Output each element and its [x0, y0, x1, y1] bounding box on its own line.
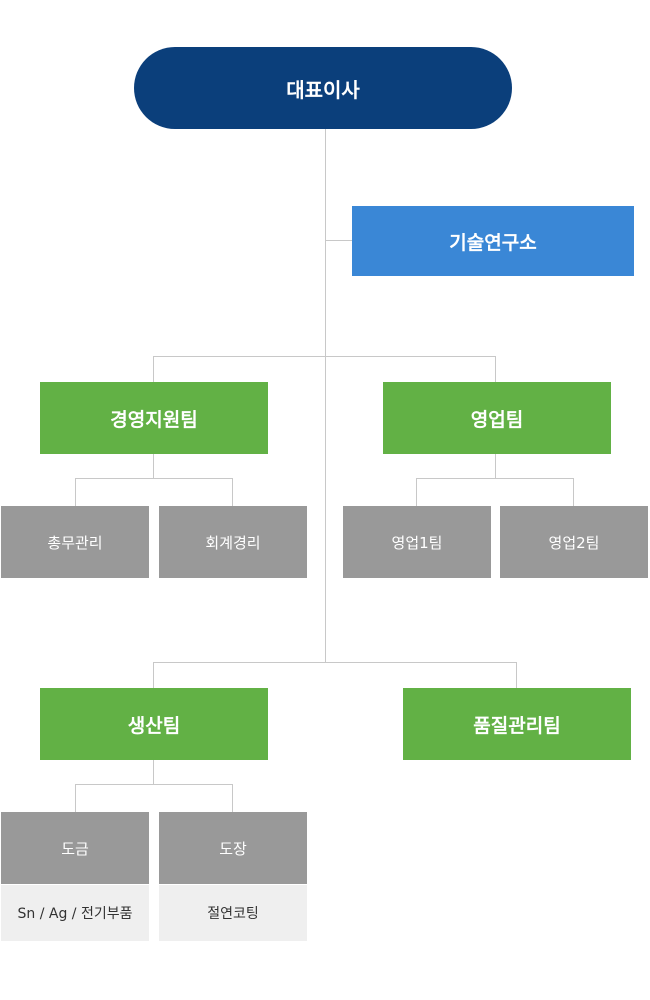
connector-management-sub-horizontal	[75, 478, 233, 479]
connector-production-drop	[153, 662, 154, 689]
connector-row2-horizontal	[153, 662, 517, 663]
sales-team-node: 영업팀	[383, 382, 611, 454]
connector-sales-sub-horizontal	[416, 478, 574, 479]
plating-detail: Sn / Ag / 전기부품	[1, 885, 149, 941]
connector-sales-sub1-drop	[416, 478, 417, 506]
painting-detail: 절연코팅	[159, 885, 307, 941]
connector-lab	[325, 240, 352, 241]
connector-quality-drop	[516, 662, 517, 689]
connector-main-vertical	[325, 129, 326, 663]
management-support-team-node: 경영지원팀	[40, 382, 268, 454]
connector-production-down	[153, 760, 154, 784]
connector-production-sub1-drop	[75, 784, 76, 812]
general-affairs-node: 총무관리	[1, 506, 149, 578]
connector-management-down	[153, 454, 154, 478]
ceo-node: 대표이사	[134, 47, 512, 129]
connector-management-sub2-drop	[232, 478, 233, 506]
connector-sales-sub2-drop	[573, 478, 574, 506]
connector-sales-drop	[495, 356, 496, 383]
connector-row1-horizontal	[153, 356, 496, 357]
connector-production-sub2-drop	[232, 784, 233, 812]
connector-management-drop	[153, 356, 154, 383]
connector-sales-down	[495, 454, 496, 478]
plating-node: 도금	[1, 812, 149, 884]
connector-production-sub-horizontal	[75, 784, 233, 785]
sales-team-1-node: 영업1팀	[343, 506, 491, 578]
quality-management-team-node: 품질관리팀	[403, 688, 631, 760]
connector-management-sub1-drop	[75, 478, 76, 506]
research-lab-node: 기술연구소	[352, 206, 634, 276]
sales-team-2-node: 영업2팀	[500, 506, 648, 578]
production-team-node: 생산팀	[40, 688, 268, 760]
accounting-node: 회계경리	[159, 506, 307, 578]
painting-node: 도장	[159, 812, 307, 884]
